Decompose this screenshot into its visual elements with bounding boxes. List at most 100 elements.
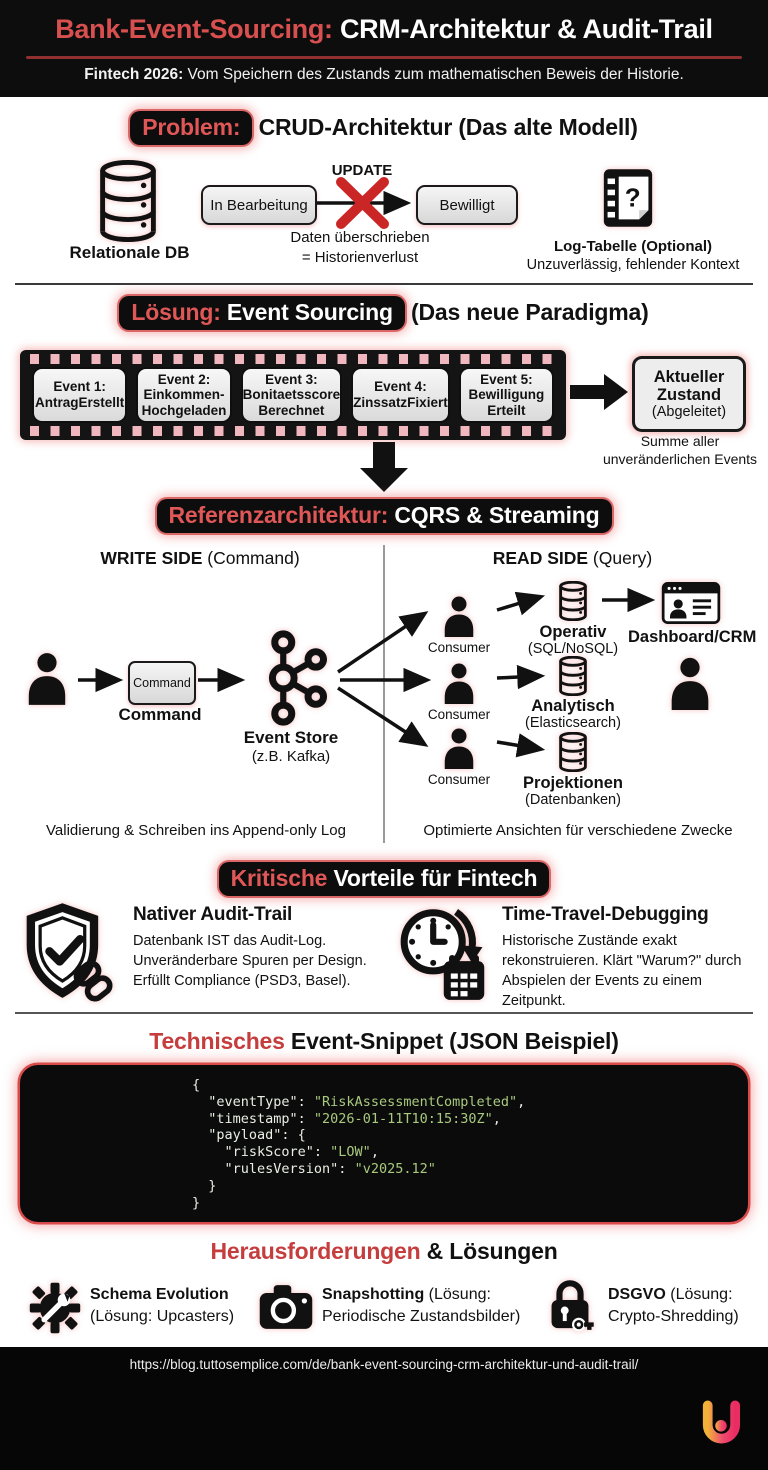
code-line: { bbox=[192, 1077, 201, 1093]
database-cylinder-icon bbox=[100, 160, 156, 242]
solution-badge-rest: Event Sourcing bbox=[220, 299, 393, 325]
schema-evolution-gear-icon bbox=[29, 1282, 81, 1334]
code-line: "eventType": "RiskAssessmentCompleted", bbox=[192, 1093, 526, 1110]
state-after-box: Bewilligt bbox=[416, 185, 518, 225]
operativ-db-icon bbox=[559, 581, 587, 621]
header-subtitle: Fintech 2026: Vom Speichern des Zustands… bbox=[0, 66, 768, 84]
read-side-bold: READ SIDE bbox=[492, 548, 589, 568]
consumer-1-label: Consumer bbox=[427, 640, 491, 655]
benefits-title: Kritische Vorteile für Fintech bbox=[0, 862, 768, 896]
write-side-header: WRITE SIDE (Command) bbox=[60, 548, 340, 569]
command-box-text: Command bbox=[133, 676, 191, 690]
read-side-header: READ SIDE (Query) bbox=[440, 548, 705, 569]
operativ-sub: (SQL/NoSQL) bbox=[527, 641, 619, 658]
architecture-badge: Referenzarchitektur: CQRS & Streaming bbox=[156, 499, 612, 533]
analytisch-title: Analytisch bbox=[531, 697, 615, 715]
challenges-title-rest: & Lösungen bbox=[420, 1238, 558, 1264]
analytisch-sub: (Elasticsearch) bbox=[525, 715, 621, 732]
read-side-caption: Optimierte Ansichten für verschiedene Zw… bbox=[423, 822, 733, 839]
event-store-label: Event Store (z.B. Kafka) bbox=[216, 728, 366, 765]
event-list: Event 1: AntragErstellt Event 2: Einkomm… bbox=[32, 367, 555, 423]
header: Bank-Event-Sourcing: CRM-Architektur & A… bbox=[0, 0, 768, 97]
architecture-badge-rest: CQRS & Streaming bbox=[388, 502, 600, 528]
code-line: "timestamp": "2026-01-11T10:15:30Z", bbox=[192, 1110, 501, 1127]
page-title-accent: Bank-Event-Sourcing: bbox=[55, 14, 333, 44]
operativ-title: Operativ bbox=[539, 623, 607, 641]
sum-caption: Summe aller unveränderlichen Events bbox=[602, 433, 758, 468]
cqrs-divider bbox=[383, 545, 385, 843]
dashboard-crm-icon bbox=[661, 582, 721, 624]
log-table-caption: Unzuverlässig, fehlender Kontext bbox=[526, 257, 740, 273]
challenge-1-bold: Schema Evolution bbox=[90, 1286, 229, 1303]
benefits-badge-accent: Kritische bbox=[230, 865, 328, 891]
event-box-1: Event 1: AntragErstellt bbox=[32, 367, 128, 423]
derive-arrow-icon bbox=[570, 374, 628, 410]
write-side-caption: Validierung & Schreiben ins Append-only … bbox=[46, 822, 346, 839]
operativ-label: Operativ (SQL/NoSQL) bbox=[505, 623, 641, 657]
projektionen-label: Projektionen (Datenbanken) bbox=[505, 774, 641, 808]
log-table-title: Log-Tabelle (Optional) bbox=[553, 238, 713, 255]
challenge-3-bold: DSGVO bbox=[608, 1286, 666, 1303]
json-code-box: { "eventType": "RiskAssessmentCompleted"… bbox=[20, 1065, 748, 1222]
challenge-snapshotting: Snapshotting (Lösung: Periodische Zustan… bbox=[322, 1284, 542, 1327]
solution-badge-accent: Lösung: bbox=[131, 299, 221, 325]
command-box: Command bbox=[128, 661, 196, 705]
overwrite-caption: Daten überschrieben = Historienverlust bbox=[290, 229, 430, 267]
benefit-time-travel-body: Historische Zustände exakt rekonstruiere… bbox=[502, 933, 742, 1009]
snippet-title-rest: Event-Snippet (JSON Beispiel) bbox=[284, 1028, 619, 1054]
user-icon bbox=[28, 653, 66, 705]
current-state-title: Aktueller Zustand bbox=[653, 367, 725, 404]
benefit-time-travel: Time-Travel-Debugging Historische Zustän… bbox=[502, 904, 762, 1011]
subtitle-lead: Fintech 2026: bbox=[84, 66, 184, 83]
state-before-box: In Bearbeitung bbox=[201, 185, 317, 225]
command-label: Command bbox=[118, 705, 202, 724]
event-store-sub: (z.B. Kafka) bbox=[251, 748, 331, 765]
benefits-badge-rest: Vorteile für Fintech bbox=[327, 865, 538, 891]
kafka-event-store-icon bbox=[268, 630, 327, 726]
current-state-box: Aktueller Zustand (Abgeleitet) bbox=[632, 356, 746, 432]
benefit-audit-body: Datenbank IST das Audit-Log. Unveränderb… bbox=[133, 933, 367, 989]
challenges-title-accent: Herausforderungen bbox=[210, 1238, 421, 1264]
read-side-rest: (Query) bbox=[588, 548, 653, 568]
code-line: "payload": { bbox=[192, 1127, 306, 1144]
state-after-text: Bewilligt bbox=[439, 196, 495, 214]
benefit-time-travel-title: Time-Travel-Debugging bbox=[502, 904, 709, 925]
challenge-3-line2: Crypto-Shredding) bbox=[608, 1307, 739, 1325]
event-box-2: Event 2: Einkommen- Hochgeladen bbox=[136, 367, 232, 423]
section-divider bbox=[15, 283, 753, 285]
consumer-3-icon bbox=[444, 728, 474, 769]
json-code: { "eventType": "RiskAssessmentCompleted"… bbox=[192, 1077, 525, 1211]
snippet-title: Technisches Event-Snippet (JSON Beispiel… bbox=[0, 1028, 768, 1055]
benefits-badge: Kritische Vorteile für Fintech bbox=[218, 862, 550, 896]
header-divider bbox=[26, 56, 742, 59]
log-table-icon: ? bbox=[603, 169, 653, 227]
challenge-2-after: (Lösung: bbox=[424, 1286, 491, 1303]
red-x-icon bbox=[336, 177, 389, 229]
challenge-dsgvo: DSGVO (Lösung: Crypto-Shredding) bbox=[608, 1284, 763, 1327]
update-label: UPDATE bbox=[331, 162, 393, 179]
svg-text:?: ? bbox=[625, 182, 641, 212]
footer-url[interactable]: https://blog.tuttosemplice.com/de/bank-e… bbox=[129, 1357, 639, 1372]
challenges-title: Herausforderungen & Lösungen bbox=[0, 1238, 768, 1265]
analytisch-db-icon bbox=[559, 656, 587, 696]
relational-db-label: Relationale DB bbox=[69, 243, 190, 262]
dsgvo-lock-icon bbox=[551, 1280, 594, 1332]
solution-title: Lösung: Event Sourcing (Das neue Paradig… bbox=[0, 296, 768, 330]
benefit-audit-title: Nativer Audit-Trail bbox=[133, 904, 293, 925]
code-line: "rulesVersion": "v2025.12" bbox=[192, 1160, 436, 1177]
snapshot-camera-icon bbox=[259, 1285, 313, 1329]
problem-badge-text: Problem: bbox=[142, 114, 241, 140]
state-before-text: In Bearbeitung bbox=[210, 196, 308, 214]
consumer-2-icon bbox=[444, 663, 474, 704]
architecture-arrows-overlay bbox=[78, 587, 656, 758]
reader-user-icon bbox=[671, 657, 709, 710]
event-store-title: Event Store bbox=[243, 728, 339, 747]
page-title: Bank-Event-Sourcing: CRM-Architektur & A… bbox=[0, 14, 768, 45]
solution-title-rest: (Das neue Paradigma) bbox=[404, 299, 649, 325]
benefit-audit-trail: Nativer Audit-Trail Datenbank IST das Au… bbox=[133, 904, 393, 991]
code-line: "riskScore": "LOW", bbox=[192, 1144, 379, 1161]
current-state-sub: (Abgeleitet) bbox=[651, 404, 727, 421]
challenge-2-bold: Snapshotting bbox=[322, 1286, 425, 1303]
consumer-3-label: Consumer bbox=[427, 772, 491, 787]
challenge-1-line2: (Lösung: Upcasters) bbox=[90, 1307, 235, 1325]
